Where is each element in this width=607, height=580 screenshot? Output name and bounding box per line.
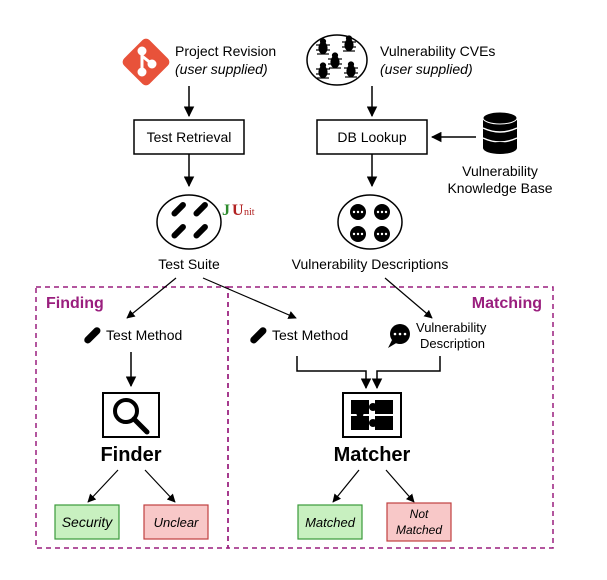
arrow-matcher-to-not-matched	[385, 469, 415, 503]
matching-title: Matching	[472, 295, 542, 312]
finder-label: Finder	[100, 444, 161, 466]
finding-title: Finding	[46, 295, 104, 312]
arrow-suite-to-matching	[202, 277, 297, 319]
connector-method-to-matcher	[296, 356, 372, 390]
arrow-descriptions-to-matching	[384, 277, 433, 319]
project-subtitle: (user supplied)	[175, 61, 268, 77]
database-icon	[482, 111, 518, 154]
unclear-label: Unclear	[154, 515, 199, 530]
finding-test-method-label: Test Method	[106, 327, 182, 343]
test-tube-icon	[84, 327, 101, 344]
matching-section	[227, 286, 554, 549]
matched-box	[297, 504, 363, 540]
junit-logo-j: J	[222, 202, 230, 219]
not-matched-line1: Not	[410, 507, 429, 521]
kb-label-line2: Knowledge Base	[447, 180, 552, 196]
arrow-matcher-to-matched	[332, 469, 360, 503]
matcher-label: Matcher	[334, 444, 411, 466]
arrow-finder-to-security	[87, 469, 119, 503]
magnifier-icon	[102, 392, 160, 438]
chat-bubble-icon	[388, 324, 410, 348]
security-label: Security	[62, 514, 114, 530]
db-lookup-label: DB Lookup	[337, 129, 406, 145]
matching-test-method-label: Test Method	[272, 327, 348, 343]
test-tubes-icon	[156, 194, 222, 250]
arrow-suite-to-finding	[126, 277, 177, 319]
arrow-finder-to-unclear	[144, 469, 176, 503]
connector-desc-to-matcher	[371, 356, 441, 390]
test-suite-label: Test Suite	[158, 256, 220, 272]
security-box	[54, 504, 120, 540]
chat-bubbles-icon	[337, 194, 403, 250]
not-matched-line2: Matched	[396, 523, 442, 537]
junit-logo-nit: nit	[244, 207, 255, 218]
matching-vuln-desc-line2: Description	[420, 336, 485, 351]
test-retrieval-label: Test Retrieval	[147, 129, 232, 145]
matching-vuln-desc-line1: Vulnerability	[416, 320, 487, 335]
git-logo-icon	[122, 38, 170, 86]
puzzle-icon	[342, 392, 402, 438]
unclear-box	[143, 504, 209, 540]
not-matched-box	[386, 502, 452, 542]
kb-label-line1: Vulnerability	[462, 163, 538, 179]
test-tube-icon-matching	[250, 327, 267, 344]
finding-section	[35, 286, 229, 549]
cves-title: Vulnerability CVEs	[380, 43, 495, 59]
matched-label: Matched	[305, 515, 356, 530]
vuln-descriptions-label: Vulnerability Descriptions	[292, 256, 449, 272]
cves-subtitle: (user supplied)	[380, 61, 473, 77]
project-title: Project Revision	[175, 43, 276, 59]
bugs-icon	[306, 34, 368, 86]
test-retrieval-box	[133, 119, 245, 155]
junit-logo-u: U	[232, 202, 244, 219]
